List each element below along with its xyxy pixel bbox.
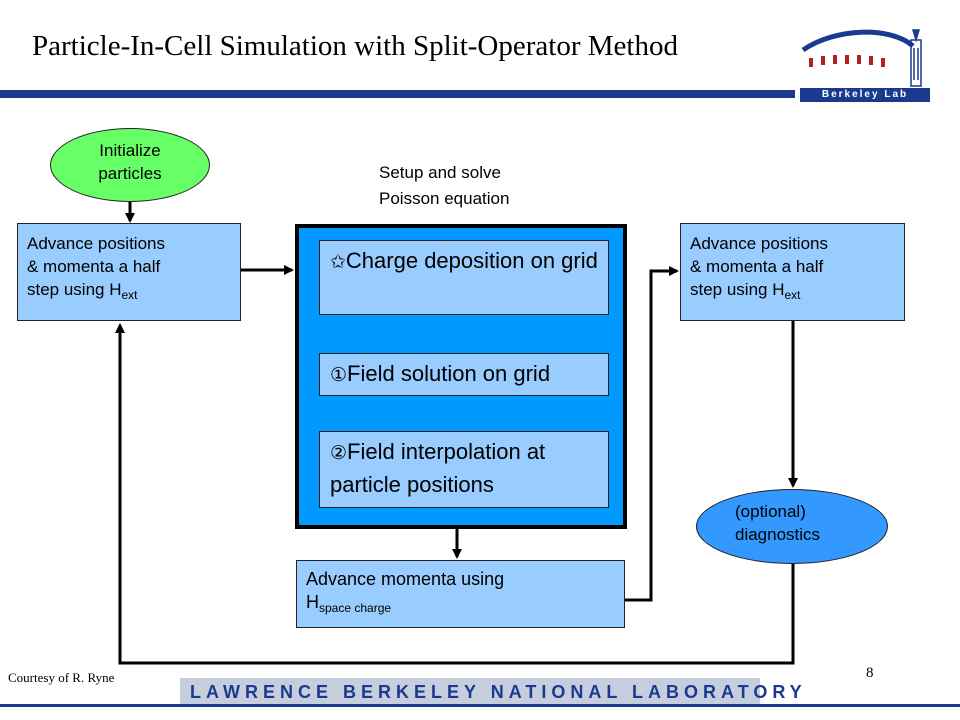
- field-solution-text: Field solution on grid: [347, 361, 551, 386]
- logo-tower: [910, 29, 922, 87]
- advance-momenta-h: H: [306, 592, 319, 612]
- initialize-line2: particles: [98, 164, 162, 183]
- star-bullet-icon: ✩: [330, 252, 346, 273]
- initialize-particles-node: Initialize particles: [50, 128, 210, 202]
- number-two-bullet-icon: ②: [330, 443, 348, 464]
- footer-lab-name: LAWRENCE BERKELEY NATIONAL LABORATORY: [190, 682, 807, 702]
- advance-left-line3: step using Hext: [27, 278, 231, 301]
- advance-right-line1: Advance positions: [690, 234, 828, 253]
- courtesy-credit: Courtesy of R. Ryne: [8, 670, 115, 685]
- field-interpolation-box: ②Field interpolation at particle positio…: [319, 431, 609, 508]
- advance-right-line3-text: step using H: [690, 280, 785, 299]
- advance-right-line3: step using Hext: [690, 278, 895, 301]
- footer-rule: [0, 704, 960, 707]
- diagnostics-line1: (optional): [735, 502, 806, 521]
- advance-momenta-subscript: space charge: [319, 601, 392, 615]
- advance-momenta-line2: Hspace charge: [306, 591, 615, 614]
- number-one-bullet-icon: ①: [330, 365, 348, 386]
- berkeley-lab-logo: [800, 29, 930, 102]
- field-interpolation-text: Field interpolation at particle position…: [330, 439, 546, 497]
- advance-right-line2: & momenta a half: [690, 257, 824, 276]
- page-number: 8: [866, 665, 874, 681]
- advance-left-subscript: ext: [121, 288, 138, 302]
- page-title: Particle-In-Cell Simulation with Split-O…: [32, 30, 678, 62]
- logo-label: Berkeley Lab: [821, 89, 909, 100]
- diagnostics-line2: diagnostics: [735, 525, 821, 544]
- footer-banner: [180, 678, 760, 704]
- advance-momenta-line1: Advance momenta using: [306, 569, 505, 589]
- poisson-label-line2: Poisson equation: [379, 189, 510, 208]
- title-rule: [0, 90, 795, 98]
- advance-right-subscript: ext: [784, 288, 801, 302]
- arrow-loop-back: [115, 323, 795, 665]
- advance-left-line2: & momenta a half: [27, 257, 161, 276]
- advance-left-line3-text: step using H: [27, 280, 122, 299]
- poisson-label: Setup and solve Poisson equation: [379, 160, 509, 212]
- advance-momenta-box: Advance momenta using Hspace charge: [296, 560, 625, 628]
- diagnostics-node: (optional) diagnostics: [696, 489, 888, 564]
- advance-left-line1: Advance positions: [27, 234, 165, 253]
- field-solution-box: ①Field solution on grid: [319, 353, 609, 396]
- initialize-line1: Initialize: [99, 141, 161, 160]
- poisson-label-line1: Setup and solve: [379, 163, 501, 182]
- advance-positions-right-box: Advance positions & momenta a half step …: [680, 223, 905, 321]
- advance-positions-left-box: Advance positions & momenta a half step …: [17, 223, 241, 321]
- logo-pillars: [809, 55, 885, 67]
- arrow-momenta-to-advance-right: [625, 266, 679, 602]
- charge-deposition-box: ✩Charge deposition on grid: [319, 240, 609, 315]
- charge-deposition-text: Charge deposition on grid: [345, 248, 598, 273]
